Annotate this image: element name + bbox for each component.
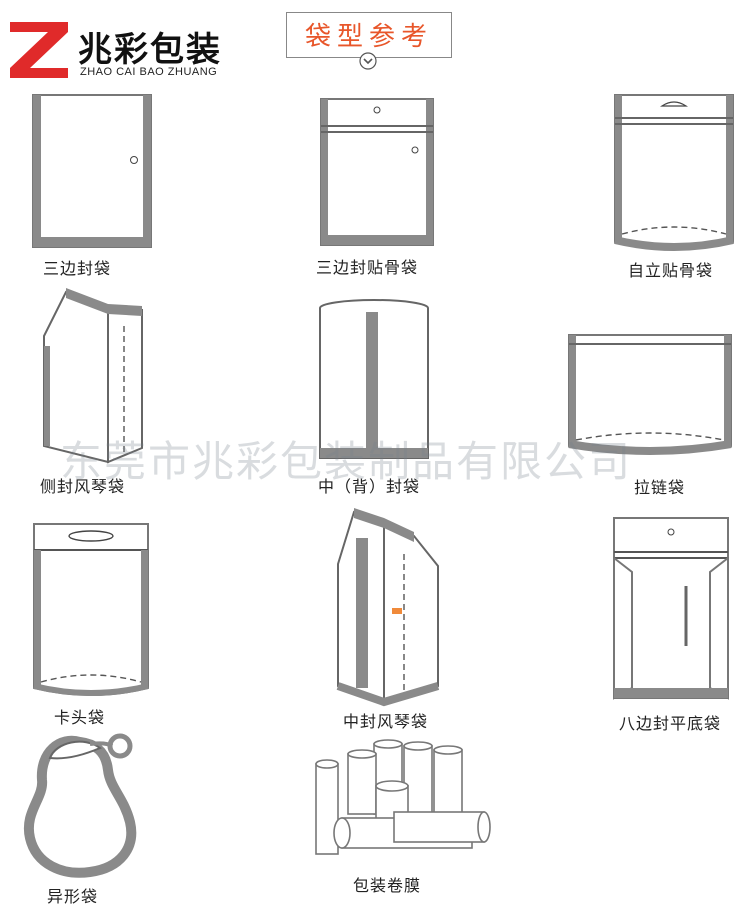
three-side-zip-bag-icon <box>320 98 434 246</box>
bag-label: 卡头袋 <box>54 708 106 727</box>
z-logo-icon <box>10 22 68 78</box>
bag-label: 拉链袋 <box>634 478 686 497</box>
side-gusset-bag-icon <box>43 288 143 464</box>
chevron-down-icon <box>359 52 377 70</box>
bag-label: 自立贴骨袋 <box>628 261 714 280</box>
bag-label: 中封风琴袋 <box>343 712 429 731</box>
center-gusset-bag-icon <box>336 508 440 707</box>
bag-label: 异形袋 <box>47 887 99 906</box>
three-side-seal-bag-icon <box>32 94 152 248</box>
title-frame <box>286 12 452 58</box>
bag-label: 中（背）封袋 <box>318 477 421 496</box>
zipper-bag-icon <box>568 334 732 455</box>
bag-label: 侧封风琴袋 <box>40 477 126 496</box>
shaped-bag-icon <box>23 733 137 878</box>
brand-name-en: ZHAO CAI BAO ZHUANG <box>80 66 218 78</box>
brand-name: 兆彩包装 <box>78 30 222 70</box>
roll-film-icon <box>315 739 491 855</box>
header-card-bag-icon <box>33 523 149 696</box>
bag-label: 八边封平底袋 <box>619 714 722 733</box>
bag-label: 包装卷膜 <box>353 876 422 895</box>
bag-label: 三边封袋 <box>43 259 112 278</box>
standup-zip-bag-icon <box>614 94 734 251</box>
bag-label: 三边封贴骨袋 <box>316 258 419 277</box>
back-seal-bag-icon <box>319 299 429 459</box>
page-title: 袋型参考 <box>304 22 433 52</box>
flat-bottom-bag-icon <box>613 517 729 700</box>
